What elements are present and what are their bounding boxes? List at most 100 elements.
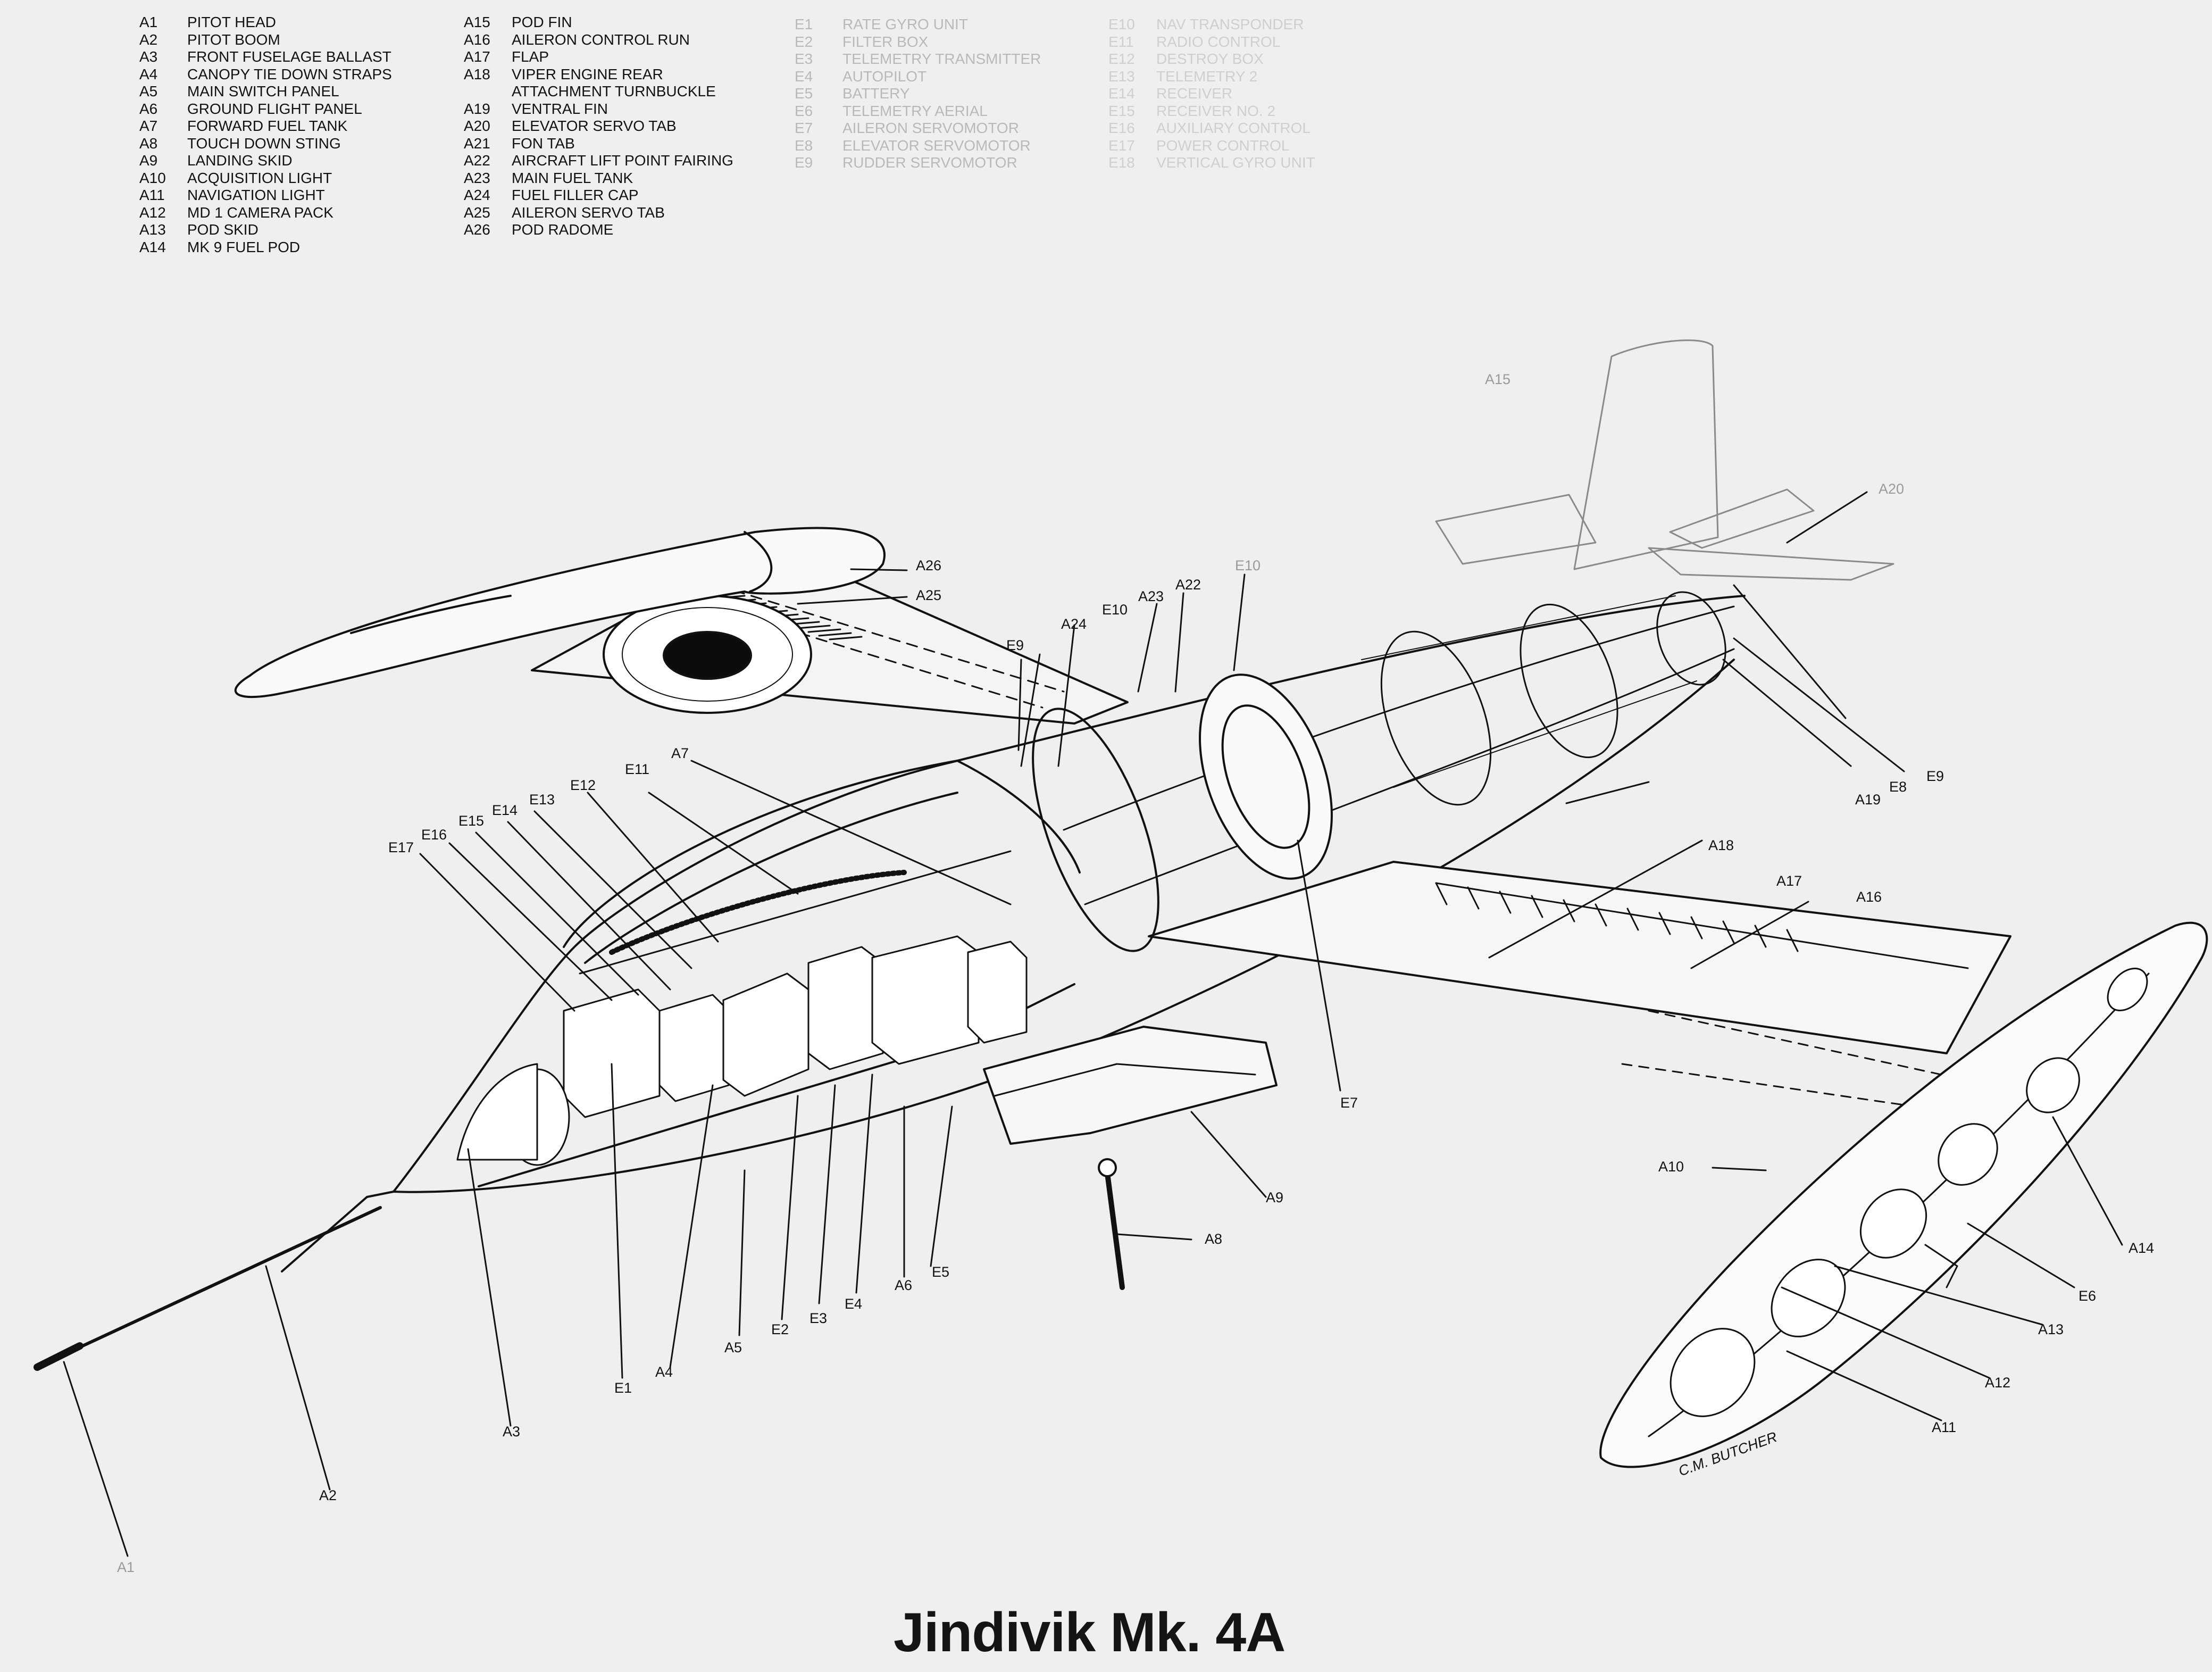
legend-code: E11 bbox=[1108, 33, 1134, 50]
legend-label: POD FIN bbox=[512, 14, 572, 30]
callout-E10-a: E9 bbox=[1006, 637, 1024, 653]
legend-label: GROUND FLIGHT PANEL bbox=[187, 100, 362, 117]
legend-code: A21 bbox=[464, 135, 490, 152]
callout-E3: E3 bbox=[809, 1310, 827, 1326]
legend-label: FRONT FUSELAGE BALLAST bbox=[187, 48, 391, 65]
legend-code: A9 bbox=[139, 152, 158, 169]
callout-E13: E12 bbox=[570, 777, 596, 793]
callout-A17: A17 bbox=[1776, 873, 1802, 889]
legend-code: E4 bbox=[795, 68, 813, 85]
legend-row: E8 ELEVATOR SERVOMOTOR bbox=[795, 137, 1041, 155]
legend-code: A23 bbox=[464, 169, 490, 186]
legend-label: FUEL FILLER CAP bbox=[512, 187, 639, 203]
legend-code: A24 bbox=[464, 187, 490, 203]
callout-A16: A16 bbox=[1856, 889, 1882, 905]
callout-E16: E15 bbox=[458, 813, 484, 829]
legend-row: A14 MK 9 FUEL POD bbox=[139, 239, 392, 256]
fuselage bbox=[393, 591, 1746, 1193]
touch-down-sting bbox=[1098, 1158, 1125, 1290]
legend-label: RADIO CONTROL bbox=[1156, 33, 1281, 50]
legend-label: ELEVATOR SERVOMOTOR bbox=[842, 137, 1031, 154]
legend-code: A18 bbox=[464, 65, 490, 82]
callout-E17: E16 bbox=[421, 827, 447, 843]
legend-row: E14 RECEIVER bbox=[1108, 85, 1315, 103]
legend-code: E8 bbox=[795, 137, 813, 154]
legend-code: E15 bbox=[1108, 102, 1135, 119]
legend-code: A15 bbox=[464, 14, 490, 30]
callout-E6: E6 bbox=[2079, 1288, 2096, 1304]
legend-label: TOUCH DOWN STING bbox=[187, 135, 341, 152]
legend-code: A17 bbox=[464, 48, 490, 65]
legend-code: E16 bbox=[1108, 120, 1135, 136]
legend-code: A8 bbox=[139, 135, 158, 152]
legend-code: A14 bbox=[139, 238, 166, 255]
legend-label: TELEMETRY TRANSMITTER bbox=[842, 51, 1041, 67]
right-wingtip-pod bbox=[1599, 921, 2208, 1468]
legend-label: RECEIVER bbox=[1156, 85, 1233, 102]
legend-code: A22 bbox=[464, 152, 490, 169]
legend-label: FON TAB bbox=[512, 135, 575, 152]
legend-row: A5 MAIN SWITCH PANEL bbox=[139, 83, 392, 101]
callout-A20: A20 bbox=[1879, 481, 1904, 497]
legend-label: TELEMETRY 2 bbox=[1156, 68, 1258, 85]
callout-A12: A12 bbox=[1985, 1375, 2010, 1391]
legend-code: A1 bbox=[139, 14, 158, 30]
legend-code: A20 bbox=[464, 118, 490, 134]
legend-row: E10 NAV TRANSPONDER bbox=[1108, 16, 1315, 34]
callout-A24: A24 bbox=[1061, 616, 1087, 632]
callout-A13: A13 bbox=[2038, 1321, 2064, 1337]
legend-label: NAV TRANSPONDER bbox=[1156, 16, 1304, 32]
callout-E12: E11 bbox=[625, 761, 649, 777]
poster-title: Jindivik Mk. 4A bbox=[894, 1602, 1286, 1663]
legend-label: ATTACHMENT TURNBUCKLE bbox=[512, 83, 716, 99]
callout-E1: E1 bbox=[614, 1380, 632, 1396]
legend-row: A3 FRONT FUSELAGE BALLAST bbox=[139, 48, 392, 66]
callout-A26: A26 bbox=[916, 558, 941, 573]
legend-code: A19 bbox=[464, 100, 490, 117]
legend-label: AUXILIARY CONTROL bbox=[1156, 120, 1310, 136]
pitot-boom bbox=[34, 1191, 395, 1371]
callout-E2: E2 bbox=[771, 1321, 789, 1337]
legend-code: E10 bbox=[1108, 16, 1135, 32]
legend-row: A24 FUEL FILLER CAP bbox=[464, 187, 733, 204]
legend-row: A15 POD FIN bbox=[464, 14, 733, 31]
legend-code: A11 bbox=[139, 187, 165, 203]
legend-label: FLAP bbox=[512, 48, 549, 65]
callout-E11: E10 bbox=[1102, 602, 1128, 618]
legend-label: DESTROY BOX bbox=[1156, 51, 1264, 67]
callout-E7: E7 bbox=[1340, 1095, 1358, 1111]
callout-A23: A23 bbox=[1138, 588, 1164, 604]
legend-code: A25 bbox=[464, 204, 490, 221]
callout-A6: A6 bbox=[895, 1277, 912, 1293]
legend-label: MK 9 FUEL POD bbox=[187, 238, 301, 255]
legend-label: RUDDER SERVOMOTOR bbox=[842, 154, 1017, 171]
legend-label: CANOPY TIE DOWN STRAPS bbox=[187, 65, 392, 82]
legend-code: E9 bbox=[795, 154, 813, 171]
legend-code: E6 bbox=[795, 102, 813, 119]
legend-row: E16 AUXILIARY CONTROL bbox=[1108, 120, 1315, 137]
legend-code: E18 bbox=[1108, 154, 1135, 171]
legend-code: A5 bbox=[139, 83, 158, 99]
legend-code: E14 bbox=[1108, 85, 1135, 102]
callout-E10-b: E10 bbox=[1235, 558, 1261, 573]
legend-code: A3 bbox=[139, 48, 158, 65]
legend-code: A16 bbox=[464, 31, 490, 48]
legend-label: ACQUISITION LIGHT bbox=[187, 169, 332, 186]
callout-A3: A3 bbox=[503, 1424, 520, 1440]
left-wingtip-pod bbox=[234, 527, 886, 698]
legend-label: MAIN SWITCH PANEL bbox=[187, 83, 339, 99]
legend-code: E17 bbox=[1108, 137, 1135, 154]
callout-E8: E8 bbox=[1889, 779, 1907, 795]
callout-E4: E4 bbox=[845, 1296, 862, 1312]
